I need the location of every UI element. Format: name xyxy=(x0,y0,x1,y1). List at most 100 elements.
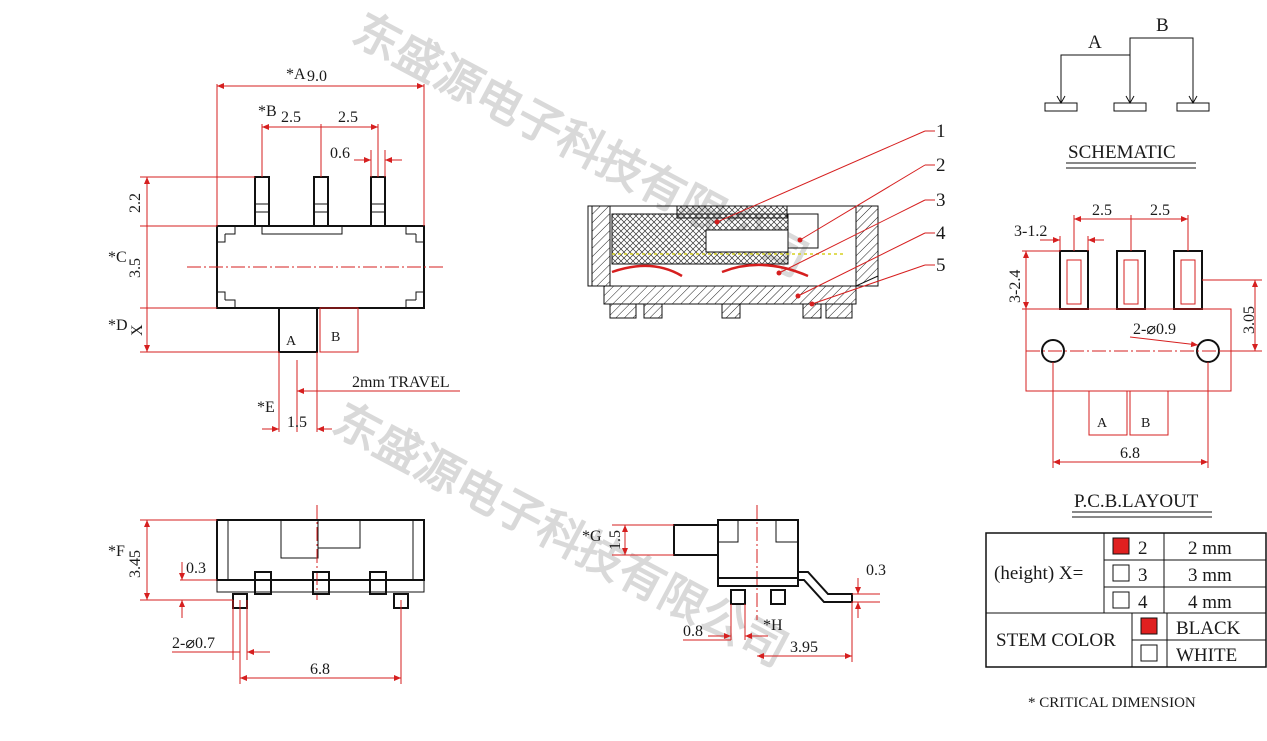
pcb-title: P.C.B.LAYOUT xyxy=(1074,491,1199,512)
base-plate xyxy=(603,285,857,305)
footprint-outline xyxy=(1025,308,1232,392)
stem-b-label: B xyxy=(331,330,340,345)
dim-f-tag: *F xyxy=(108,543,125,560)
terminal-front xyxy=(369,571,387,595)
height-4-checkbox[interactable] xyxy=(1112,591,1130,609)
terminal xyxy=(643,303,663,319)
height-4-value: 4 mm xyxy=(1188,592,1232,613)
critical-dimension-note: * CRITICAL DIMENSION xyxy=(1028,695,1196,711)
schematic-label-b: B xyxy=(1156,15,1169,36)
hole-pitch: 6.8 xyxy=(1120,445,1140,462)
height-4-code: 4 xyxy=(1138,592,1148,613)
section-view: 1 2 3 4 5 xyxy=(587,121,946,319)
height-2-checkbox[interactable] xyxy=(1112,537,1130,555)
dim-h-tag: *H xyxy=(763,617,783,634)
height-3-code: 3 xyxy=(1138,565,1148,586)
body-corner xyxy=(405,226,424,243)
lead-thickness: 0.3 xyxy=(866,562,886,579)
pad-height: 3-2.4 xyxy=(1007,270,1024,303)
terminal-front xyxy=(312,571,330,595)
schematic-label-a: A xyxy=(1088,32,1102,53)
body-side xyxy=(717,519,799,579)
actuator-slot xyxy=(261,225,343,235)
watermark-line-2: 东盛源电子科技有限公司 xyxy=(325,392,797,677)
pitch-2: 2.5 xyxy=(338,109,358,126)
dim-d-tag: *D xyxy=(108,317,128,334)
side-view: *G 1.5 0.3 0.8 *H 3.95 xyxy=(582,505,886,662)
body-corner xyxy=(217,226,236,243)
dim-c-tag: *C xyxy=(108,249,127,266)
callout-4: 4 xyxy=(936,223,946,244)
callout-1: 1 xyxy=(936,121,946,142)
color-black-checkbox[interactable] xyxy=(1140,617,1158,635)
actuator-front xyxy=(280,519,319,559)
watermark: 东盛源电子科技有限公司 东盛源电子科技有限公司 xyxy=(325,2,817,677)
front-view: *F 3.45 0.3 2-⌀0.7 6.8 xyxy=(108,505,425,684)
height-3-checkbox[interactable] xyxy=(1112,564,1130,582)
dim-a-value: 9.0 xyxy=(307,68,327,85)
post-side xyxy=(730,589,746,605)
dim-g-tag: *G xyxy=(582,528,602,545)
pin-length: 2.2 xyxy=(127,193,144,213)
terminal-symbol xyxy=(1113,102,1147,112)
height-label: (height) X= xyxy=(994,563,1083,584)
pcb-layout: A B 2.5 2.5 3-1.2 3-2.4 3.05 2-⌀0.9 6.8 … xyxy=(1007,202,1262,518)
terminal xyxy=(825,303,853,319)
schematic-title: SCHEMATIC xyxy=(1068,142,1176,163)
slider-top xyxy=(676,205,788,219)
post-side xyxy=(770,589,786,605)
callout-2: 2 xyxy=(936,155,946,176)
stem-height-x: X xyxy=(129,324,146,336)
color-white-checkbox[interactable] xyxy=(1140,644,1158,662)
height-2-code: 2 xyxy=(1138,538,1148,559)
hole-diameter: 2-⌀0.9 xyxy=(1133,321,1176,338)
pcb-stem-a: A xyxy=(1097,416,1108,431)
housing-wall-right xyxy=(855,205,879,287)
post-width: 0.8 xyxy=(683,623,703,640)
dim-e-tag: *E xyxy=(257,399,275,416)
body-corner xyxy=(405,291,424,308)
stem-side xyxy=(673,524,719,556)
pin xyxy=(313,176,329,227)
color-black-value: BLACK xyxy=(1176,618,1241,639)
height-3-45: 3.45 xyxy=(127,550,144,578)
height-2-value: 2 mm xyxy=(1188,538,1232,559)
dim-a-tag: *A xyxy=(286,66,306,83)
pad-to-hole: 3.05 xyxy=(1241,306,1258,334)
top-view: A B *A 9.0 *B 2.5 2.5 0.6 2.2 3.5 *C *D … xyxy=(108,66,460,432)
contact-springs xyxy=(611,263,809,278)
post-diameter: 2-⌀0.7 xyxy=(172,635,215,652)
height-3-value: 3 mm xyxy=(1188,565,1232,586)
base-front xyxy=(216,579,425,593)
stem-tip xyxy=(788,213,819,249)
pin xyxy=(370,176,386,227)
dim-b-tag: *B xyxy=(258,103,277,120)
housing-wall-left xyxy=(591,205,611,287)
terminal xyxy=(721,303,741,319)
post-pitch: 6.8 xyxy=(310,661,330,678)
stem-color-label: STEM COLOR xyxy=(996,630,1116,651)
span-3-95: 3.95 xyxy=(790,639,818,656)
stem-cavity xyxy=(705,229,789,253)
options-table: (height) X= 2 2 mm 3 3 mm 4 4 mm STEM CO… xyxy=(985,532,1267,668)
stem-width: 1.5 xyxy=(287,414,307,431)
callout-5: 5 xyxy=(936,255,946,276)
callout-3: 3 xyxy=(936,190,946,211)
terminal xyxy=(609,303,637,319)
terminal-front xyxy=(254,571,272,595)
pins-top xyxy=(254,176,386,227)
pin xyxy=(254,176,270,227)
stem-height-1-5: 1.5 xyxy=(607,530,624,550)
stem-a-outline xyxy=(1088,390,1128,436)
stem-a-label: A xyxy=(286,334,297,349)
pcb-stem-b: B xyxy=(1141,416,1150,431)
pitch-1: 2.5 xyxy=(281,109,301,126)
color-white-value: WHITE xyxy=(1176,645,1237,666)
stem-position-a xyxy=(278,307,318,353)
body-corner xyxy=(217,291,236,308)
body-height: 3.5 xyxy=(127,258,144,278)
stem-position-b xyxy=(319,307,359,353)
pcb-pitch-1: 2.5 xyxy=(1092,202,1112,219)
travel-label: 2mm TRAVEL xyxy=(352,374,450,391)
